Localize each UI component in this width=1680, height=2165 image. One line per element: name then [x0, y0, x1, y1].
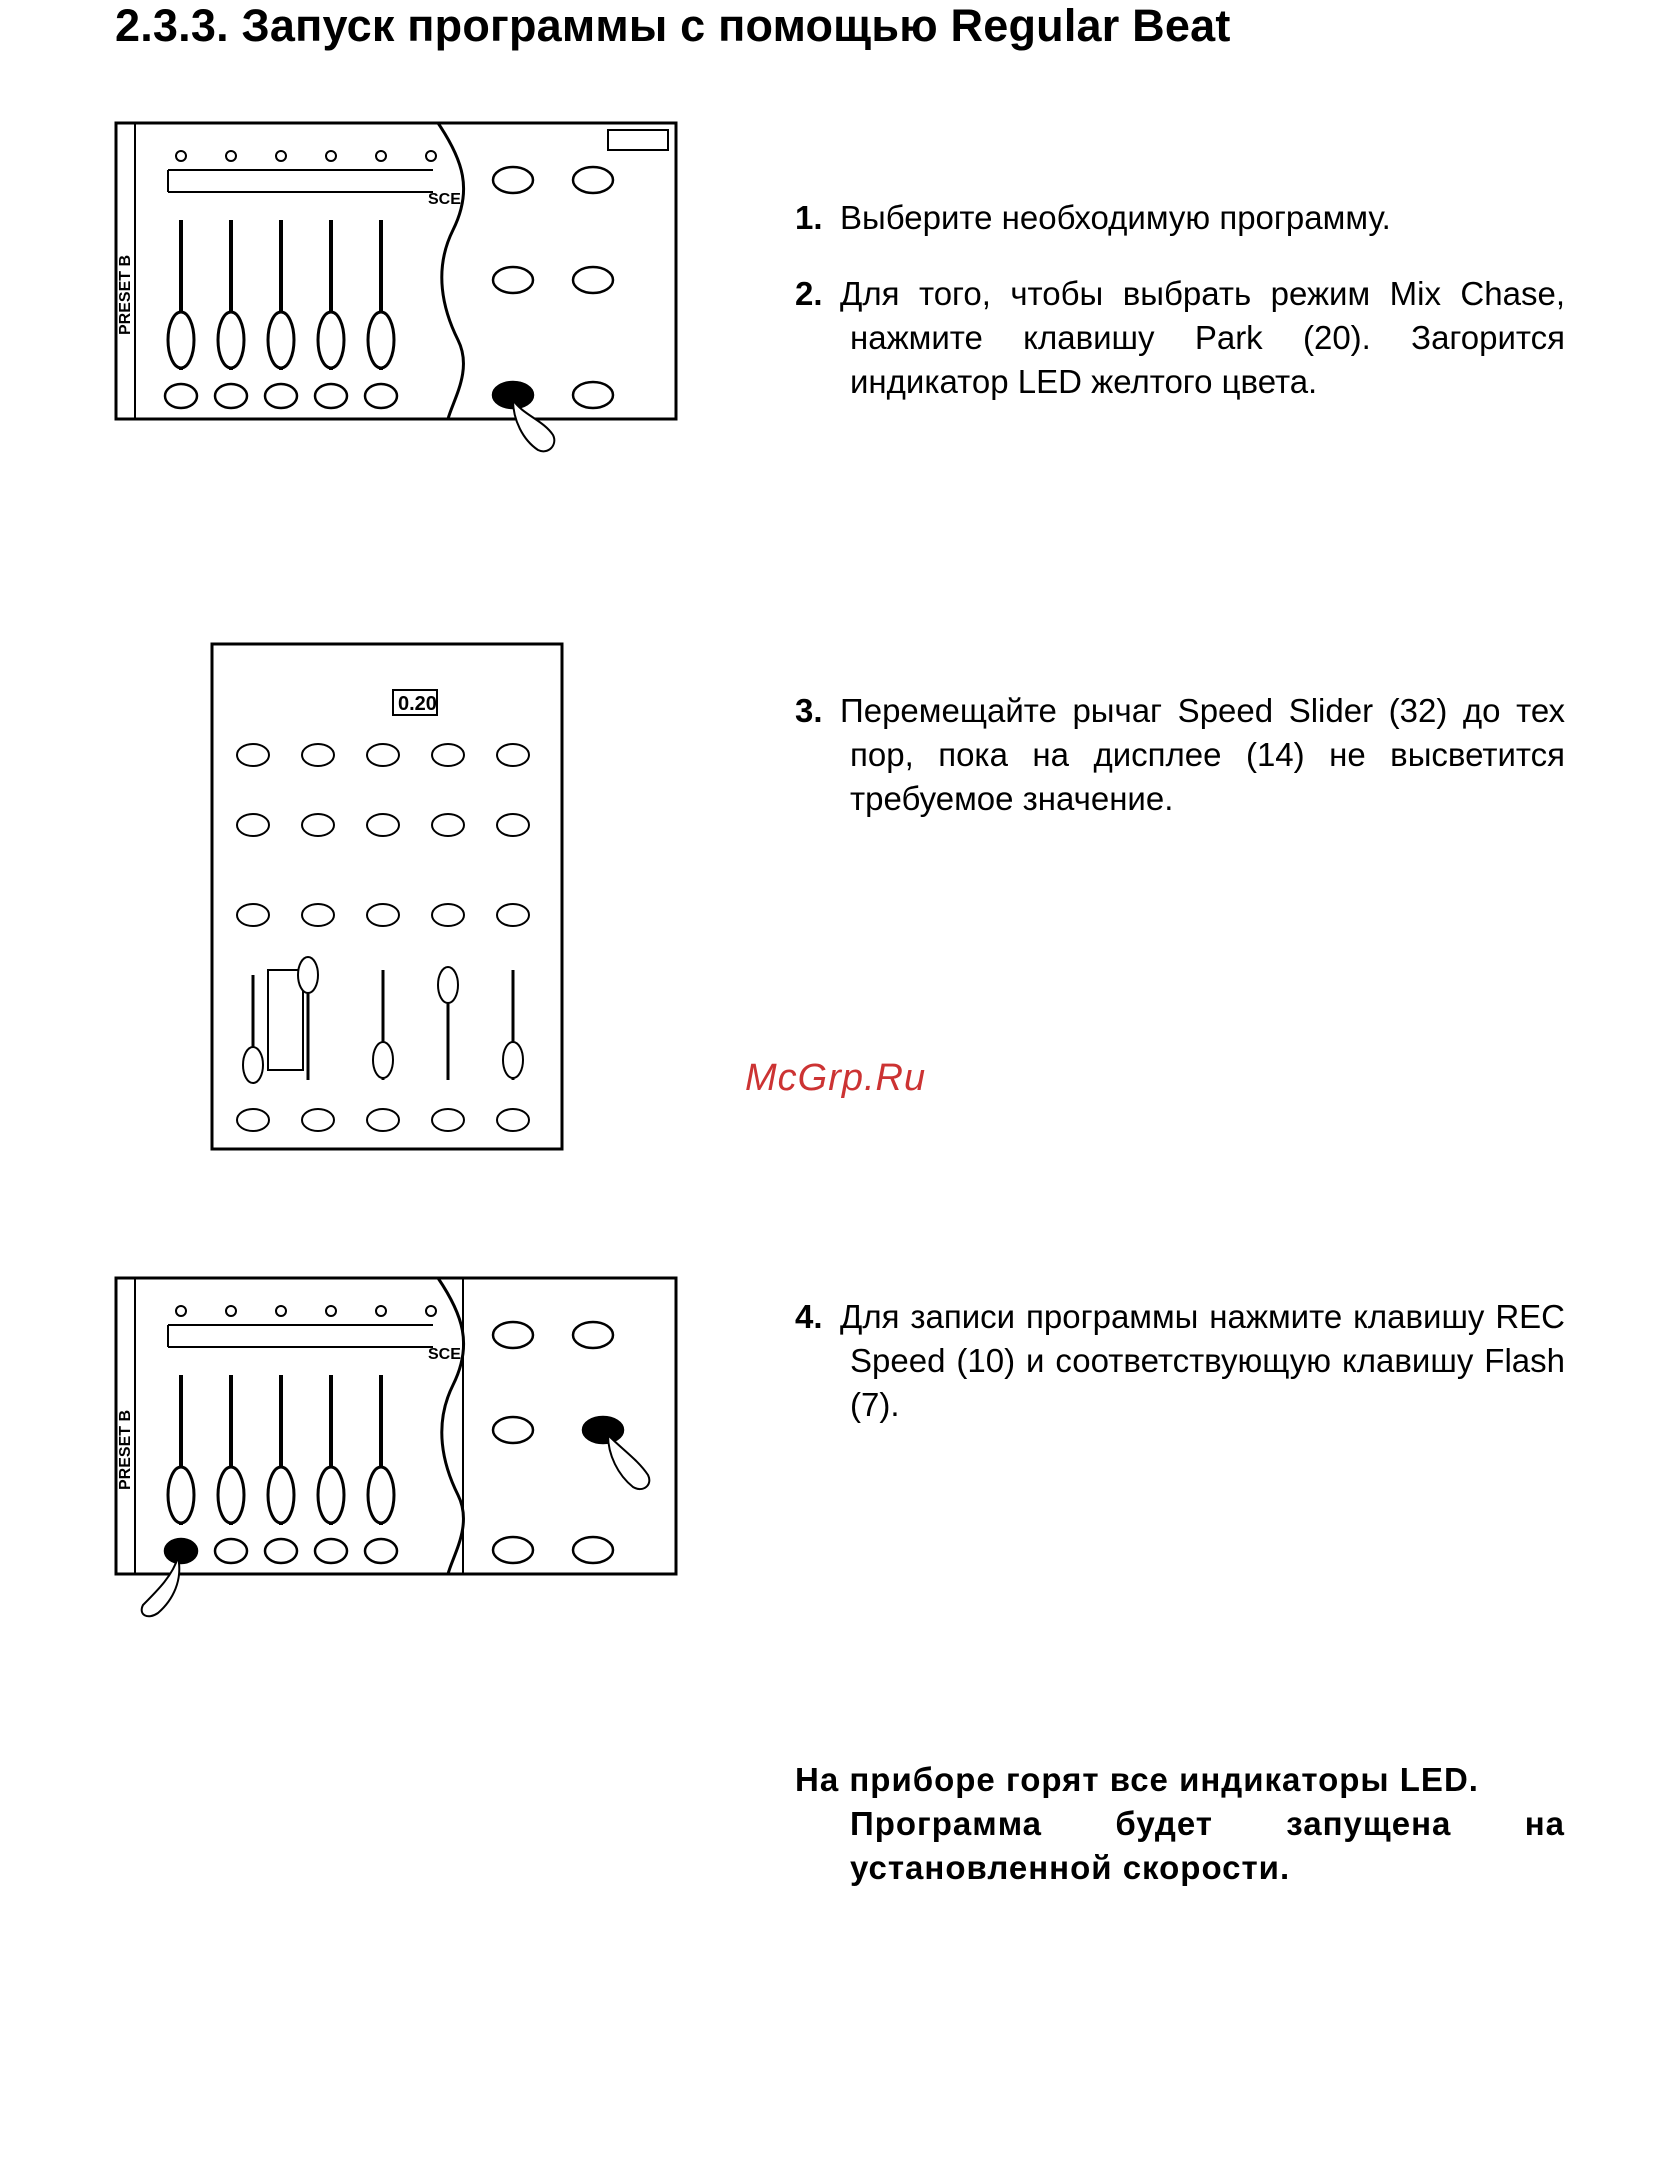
step-number: 3.	[795, 692, 823, 729]
controller-figure-2: 0.20	[210, 642, 564, 1151]
step-text: Для того, чтобы выбрать режим Mix Chase,…	[840, 275, 1565, 400]
preset-b-label: PRESET B	[117, 1410, 134, 1490]
page-title: 2.3.3. Запуск программы с помощью Regula…	[115, 0, 1231, 51]
flash-button[interactable]	[163, 1537, 199, 1565]
final-note-line-2: Программа будет запущена на установленно…	[850, 1805, 1565, 1886]
step-text: Перемещайте рычаг Speed Slider (32) до т…	[840, 692, 1565, 817]
fader-group	[163, 150, 437, 410]
rec-speed-button[interactable]	[581, 1415, 625, 1445]
final-note-line-1: На приборе горят все индикаторы LED.	[795, 1761, 1479, 1798]
step-number: 1.	[795, 199, 823, 236]
watermark: McGrp.Ru	[745, 1057, 927, 1099]
step-text: Для записи программы нажмите клавишу REC…	[840, 1298, 1565, 1423]
step-3: 3. Перемещайте рычаг Speed Slider (32) д…	[795, 689, 1565, 821]
step-number: 4.	[795, 1298, 823, 1335]
final-note: На приборе горят все индикаторы LED. Про…	[795, 1758, 1565, 1890]
hand-icon	[606, 1432, 651, 1491]
display-screen	[392, 689, 438, 716]
controller-figure-1: PRESET B SCE	[114, 121, 678, 453]
preset-b-label: PRESET B	[117, 255, 134, 335]
step-number: 2.	[795, 275, 823, 312]
scene-label: SCE	[428, 191, 461, 208]
scene-label: SCE	[428, 1346, 461, 1363]
hand-icon	[140, 1556, 181, 1618]
hand-icon	[511, 396, 556, 453]
display-value: 0.20	[398, 693, 437, 715]
speed-slider[interactable]	[437, 966, 459, 1004]
step-1: 1. Выберите необходимую программу.	[795, 196, 1565, 240]
controller-figure-3: PRESET B SCE	[114, 1276, 678, 1618]
step-2: 2. Для того, чтобы выбрать режим Mix Cha…	[795, 272, 1565, 404]
fader-group	[163, 1305, 437, 1565]
step-text: Выберите необходимую программу.	[840, 199, 1391, 236]
step-4: 4. Для записи программы нажмите клавишу …	[795, 1295, 1565, 1427]
